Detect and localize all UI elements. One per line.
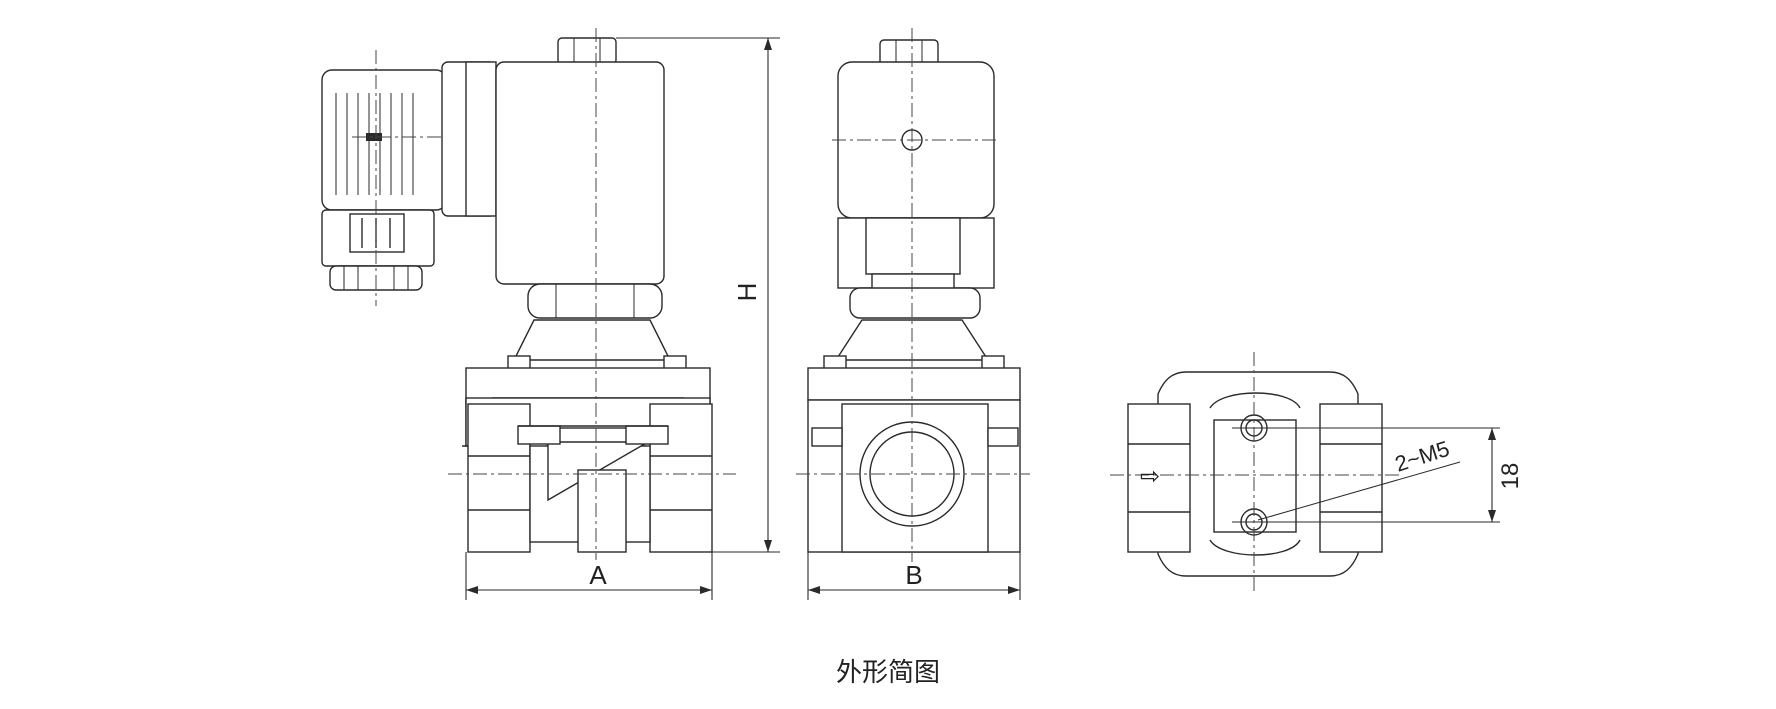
dim-a-label: A — [589, 560, 607, 590]
dim-b-label: B — [905, 560, 922, 590]
flow-arrow-icon: ⇨ — [1140, 463, 1160, 490]
mount-pad — [1213, 419, 1297, 533]
dim-h-label: H — [732, 283, 762, 302]
bottom-view: ⇨ 2~M5 — [1110, 352, 1500, 592]
front-view — [321, 28, 736, 560]
solenoid-coil — [495, 37, 665, 285]
connector-plug — [321, 50, 480, 306]
valve-body — [462, 367, 713, 553]
side-view — [796, 28, 1030, 562]
screw-icon — [366, 133, 382, 141]
dimension-lines — [465, 37, 1496, 600]
spacing-label: 18 — [1497, 463, 1524, 490]
figure-caption: 外形简图 — [835, 658, 940, 688]
thread-label: 2~M5 — [1392, 436, 1453, 477]
armature-tube — [507, 283, 687, 373]
